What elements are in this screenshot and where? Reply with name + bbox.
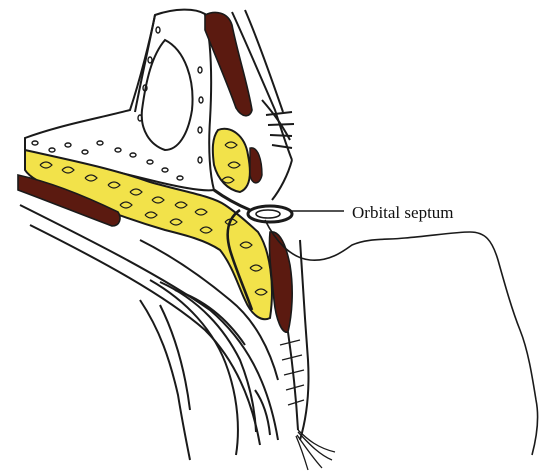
muscle-small-upper xyxy=(250,148,262,183)
eyelashes xyxy=(296,430,335,470)
orbital-septum-label: Orbital septum xyxy=(352,203,454,223)
levator-muscle xyxy=(205,12,252,115)
tarsus-hatch xyxy=(280,340,304,405)
orbicularis-muscle xyxy=(269,232,292,332)
